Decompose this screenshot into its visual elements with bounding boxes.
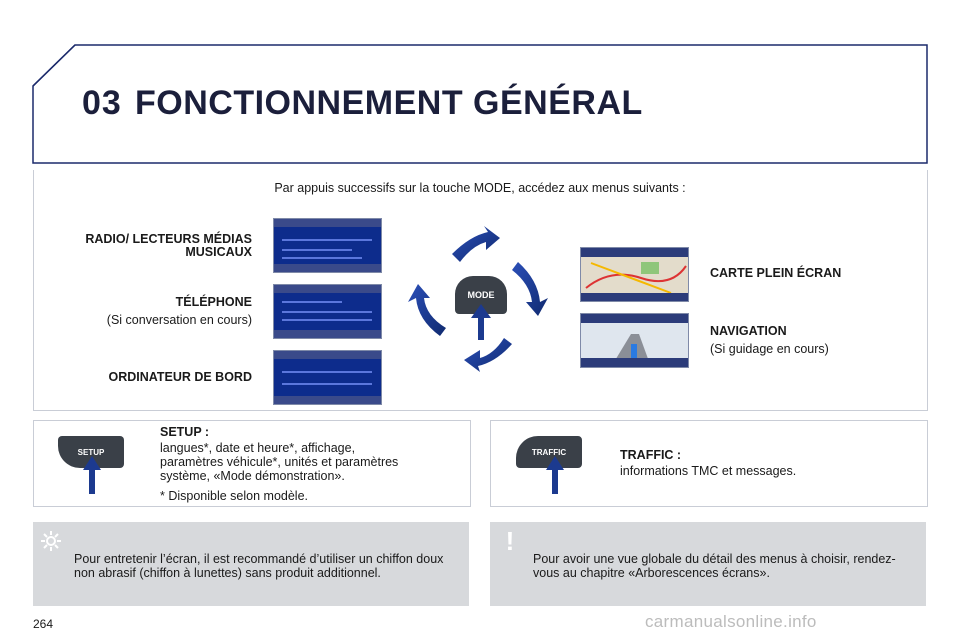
setup-footnote: * Disponible selon modèle. [160, 489, 309, 503]
tip-text-line2: non abrasif (chiffon à lunettes) sans pr… [74, 566, 381, 580]
setup-text-line3: système, «Mode démonstration». [160, 469, 345, 483]
radio-label-line2: MUSICAUX [185, 245, 252, 259]
tip-text: Pour entretenir l’écran, il est recomman… [74, 552, 466, 580]
map-label: CARTE PLEIN ÉCRAN [710, 266, 842, 280]
chapter-title: FONCTIONNEMENT GÉNÉRAL [135, 84, 643, 122]
press-arrow-icon [471, 304, 491, 340]
radio-label: RADIO/ LECTEURS MÉDIAS MUSICAUX [80, 233, 252, 259]
chapter-number: 03 [82, 84, 122, 122]
navigation-label: NAVIGATION [710, 324, 787, 338]
warning-text: Pour avoir une vue globale du détail des… [533, 552, 923, 580]
setup-title: SETUP : [160, 425, 210, 439]
setup-text-line1: langues*, date et heure*, affichage, [160, 441, 356, 455]
radio-label-line1: RADIO/ LECTEURS MÉDIAS [85, 232, 252, 246]
traffic-button-label: TRAFFIC [531, 448, 567, 457]
setup-text: langues*, date et heure*, affichage, par… [160, 441, 460, 483]
traffic-press-arrow-icon [546, 456, 564, 494]
telephone-label: TÉLÉPHONE [175, 295, 252, 309]
telephone-note: (Si conversation en cours) [106, 313, 252, 327]
setup-button-label: SETUP [77, 448, 105, 457]
navigation-screen [580, 313, 689, 368]
traffic-text: informations TMC et messages. [620, 464, 797, 478]
tip-note [33, 522, 469, 606]
setup-press-arrow-icon [83, 456, 101, 494]
watermark: carmanualsonline.info [645, 612, 817, 631]
computer-screen [273, 350, 382, 405]
tip-text-line1: Pour entretenir l’écran, il est recomman… [74, 552, 444, 566]
navigation-note: (Si guidage en cours) [710, 342, 829, 356]
intro-text: Par appuis successifs sur la touche MODE… [274, 181, 686, 195]
traffic-title: TRAFFIC : [620, 448, 682, 462]
sun-tip-icon [41, 531, 61, 551]
radio-screen [273, 218, 382, 273]
header-frame [32, 44, 928, 164]
setup-text-line2: paramètres véhicule*, unités et paramètr… [160, 455, 399, 469]
warning-note [490, 522, 926, 606]
warning-text-line1: Pour avoir une vue globale du détail des… [533, 552, 896, 566]
exclamation-icon: ! [505, 526, 515, 556]
mode-cycle-arrows [408, 226, 548, 372]
mode-button-label: MODE [467, 290, 495, 300]
computer-label: ORDINATEUR DE BORD [108, 370, 252, 384]
traffic-button[interactable]: TRAFFIC [516, 436, 582, 468]
full-map-screen [580, 247, 689, 302]
warning-text-line2: vous au chapitre «Arborescences écrans». [533, 566, 770, 580]
telephone-screen [273, 284, 382, 339]
page-number: 264 [33, 617, 54, 631]
